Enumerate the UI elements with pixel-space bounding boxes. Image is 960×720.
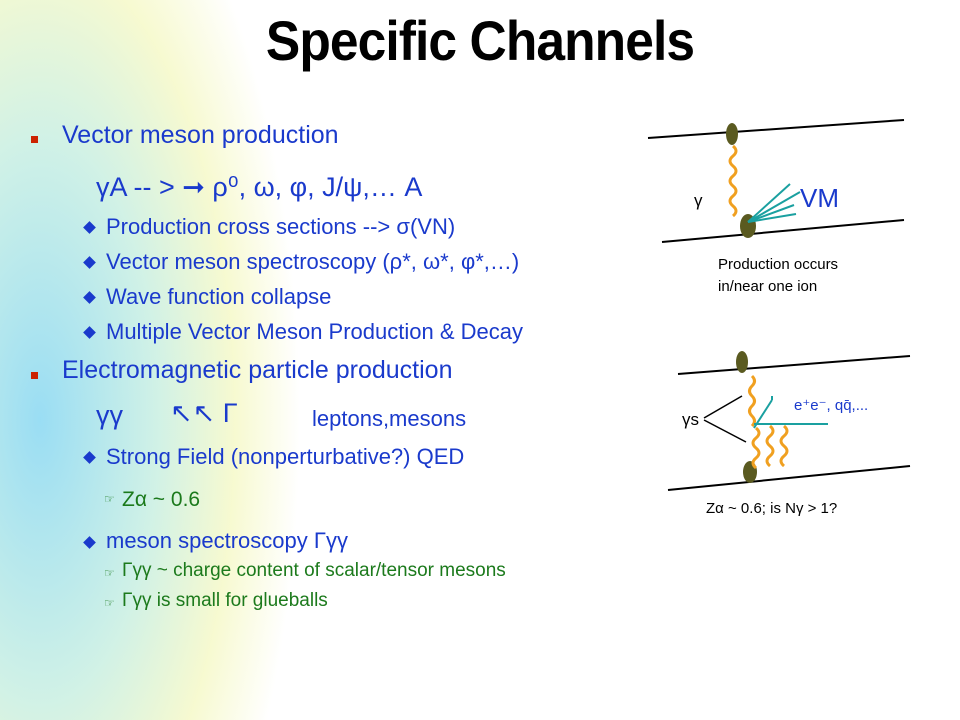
bullet-square bbox=[31, 372, 38, 379]
arrow-line bbox=[703, 395, 743, 419]
ion-top bbox=[726, 123, 738, 145]
product-line bbox=[753, 399, 773, 429]
vm-line bbox=[747, 204, 795, 223]
top-diagram bbox=[647, 119, 905, 243]
photon-wavy-line bbox=[748, 374, 756, 428]
pointing-hand-icon: ☞ bbox=[104, 596, 115, 610]
background-gradient bbox=[0, 0, 320, 720]
bottom-diagram bbox=[667, 351, 911, 491]
vm-item: Multiple Vector Meson Production & Decay bbox=[106, 319, 523, 344]
photon-wavy-line bbox=[751, 426, 761, 470]
ion-top bbox=[736, 351, 748, 373]
photon-wavy-line bbox=[728, 144, 738, 218]
ion-line-bottom bbox=[661, 219, 905, 243]
vm-item: Wave function collapse bbox=[106, 284, 332, 309]
pointing-hand-icon: ☞ bbox=[104, 566, 115, 580]
ion-line-bottom bbox=[667, 465, 911, 491]
ion-line-top bbox=[677, 355, 911, 375]
vm-line bbox=[747, 213, 797, 223]
em-subitem: Γγγ is small for glueballs bbox=[122, 590, 328, 611]
vm-item: Production cross sections --> σ(VN) bbox=[106, 214, 456, 239]
photon-label: γ bbox=[694, 191, 703, 210]
em-subitem: Γγγ ~ charge content of scalar/tensor me… bbox=[122, 560, 506, 581]
vm-label: VM bbox=[800, 183, 839, 213]
vm-heading: Vector meson production bbox=[62, 121, 339, 149]
photon-wavy-line bbox=[765, 424, 775, 468]
pointing-hand-icon: ☞ bbox=[104, 492, 115, 506]
vm-reaction: γA -- > ➞ ρ⁰, ω, φ, J/ψ,… A bbox=[96, 172, 423, 202]
em-item: Strong Field (nonperturbative?) QED bbox=[106, 444, 465, 469]
ion-bottom bbox=[743, 461, 757, 483]
photon-wavy-line bbox=[779, 424, 789, 468]
bottom-caption: Zα ~ 0.6; is Nγ > 1? bbox=[706, 500, 838, 517]
products-label: e⁺e⁻, qq̄,... bbox=[794, 397, 869, 414]
em-reaction-symbol: γγ bbox=[96, 400, 123, 430]
em-heading: Electromagnetic particle production bbox=[62, 356, 453, 384]
top-caption-line2: in/near one ion bbox=[718, 278, 818, 295]
em-reaction-arrows: ↖↖ Γ bbox=[170, 398, 238, 428]
top-caption-line1: Production occurs bbox=[718, 256, 839, 273]
photons-label: γs bbox=[682, 410, 699, 429]
em-item: meson spectroscopy Γγγ bbox=[106, 528, 348, 553]
vm-line bbox=[747, 183, 791, 223]
vm-item: Vector meson spectroscopy (ρ*, ω*, φ*,…) bbox=[106, 249, 520, 274]
em-reaction-products: leptons,mesons bbox=[312, 406, 467, 431]
em-subitem: Zα ~ 0.6 bbox=[122, 488, 201, 511]
bullet-square bbox=[31, 136, 38, 143]
arrow-line bbox=[703, 419, 747, 443]
slide-title: Specific Channels bbox=[265, 9, 695, 72]
vm-line bbox=[747, 191, 801, 223]
ion-line-top bbox=[647, 119, 905, 139]
